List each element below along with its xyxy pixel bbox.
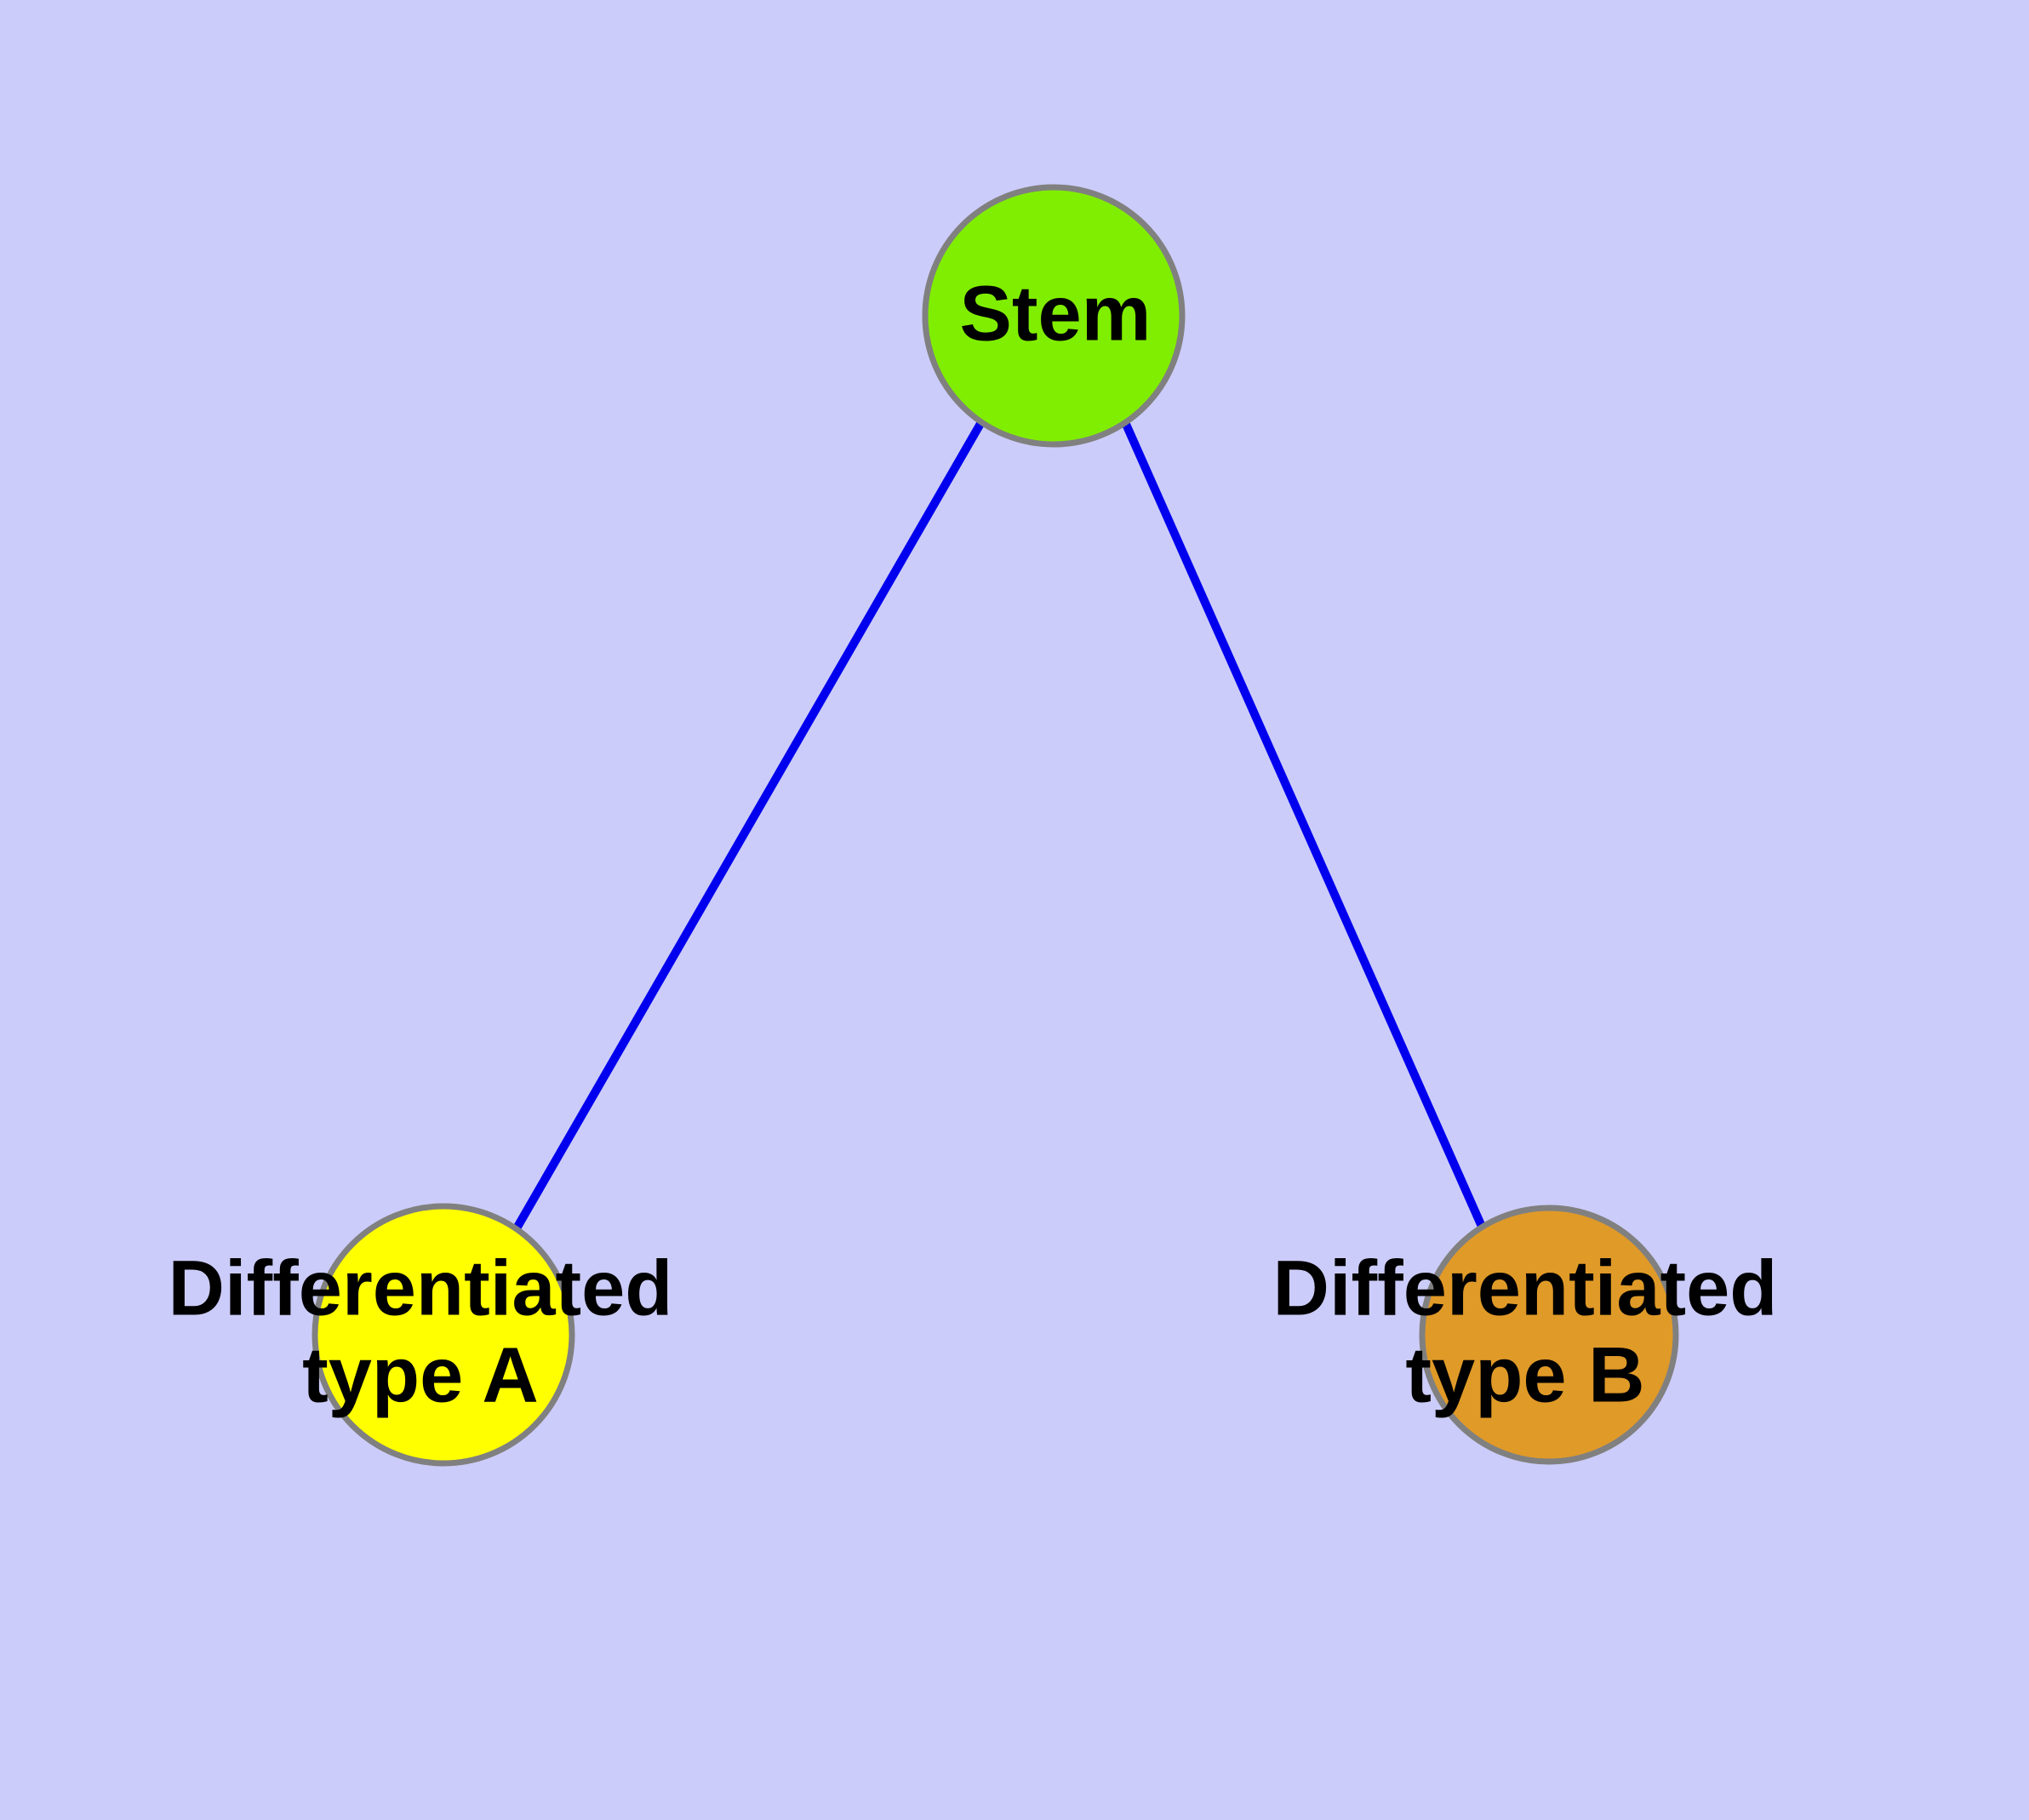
node-differentiated-type-b-circle[interactable]: [1419, 1205, 1679, 1465]
edge-layer: [512, 420, 1487, 1231]
node-stem[interactable]: Stem: [922, 184, 1186, 448]
node-stem-circle[interactable]: [922, 184, 1186, 448]
node-differentiated-type-a-label-line2: type A: [302, 1331, 539, 1418]
edge-stem-to-differentiated-type-a[interactable]: [512, 420, 986, 1231]
edge-stem-to-differentiated-type-b[interactable]: [1121, 420, 1487, 1231]
node-differentiated-type-a[interactable]: Differentiated type A: [169, 1203, 673, 1467]
node-differentiated-type-a-circle[interactable]: [311, 1203, 575, 1467]
node-differentiated-type-a-label-line1: Differentiated: [169, 1245, 673, 1331]
node-differentiated-type-b-label-line1: Differentiated: [1273, 1245, 1778, 1331]
node-layer: Stem Differentiated type A Differentiate…: [169, 184, 1778, 1467]
node-differentiated-type-b-label-line2: type B: [1405, 1331, 1644, 1418]
node-stem-label: Stem: [960, 270, 1152, 357]
node-differentiated-type-b[interactable]: Differentiated type B: [1273, 1205, 1778, 1465]
